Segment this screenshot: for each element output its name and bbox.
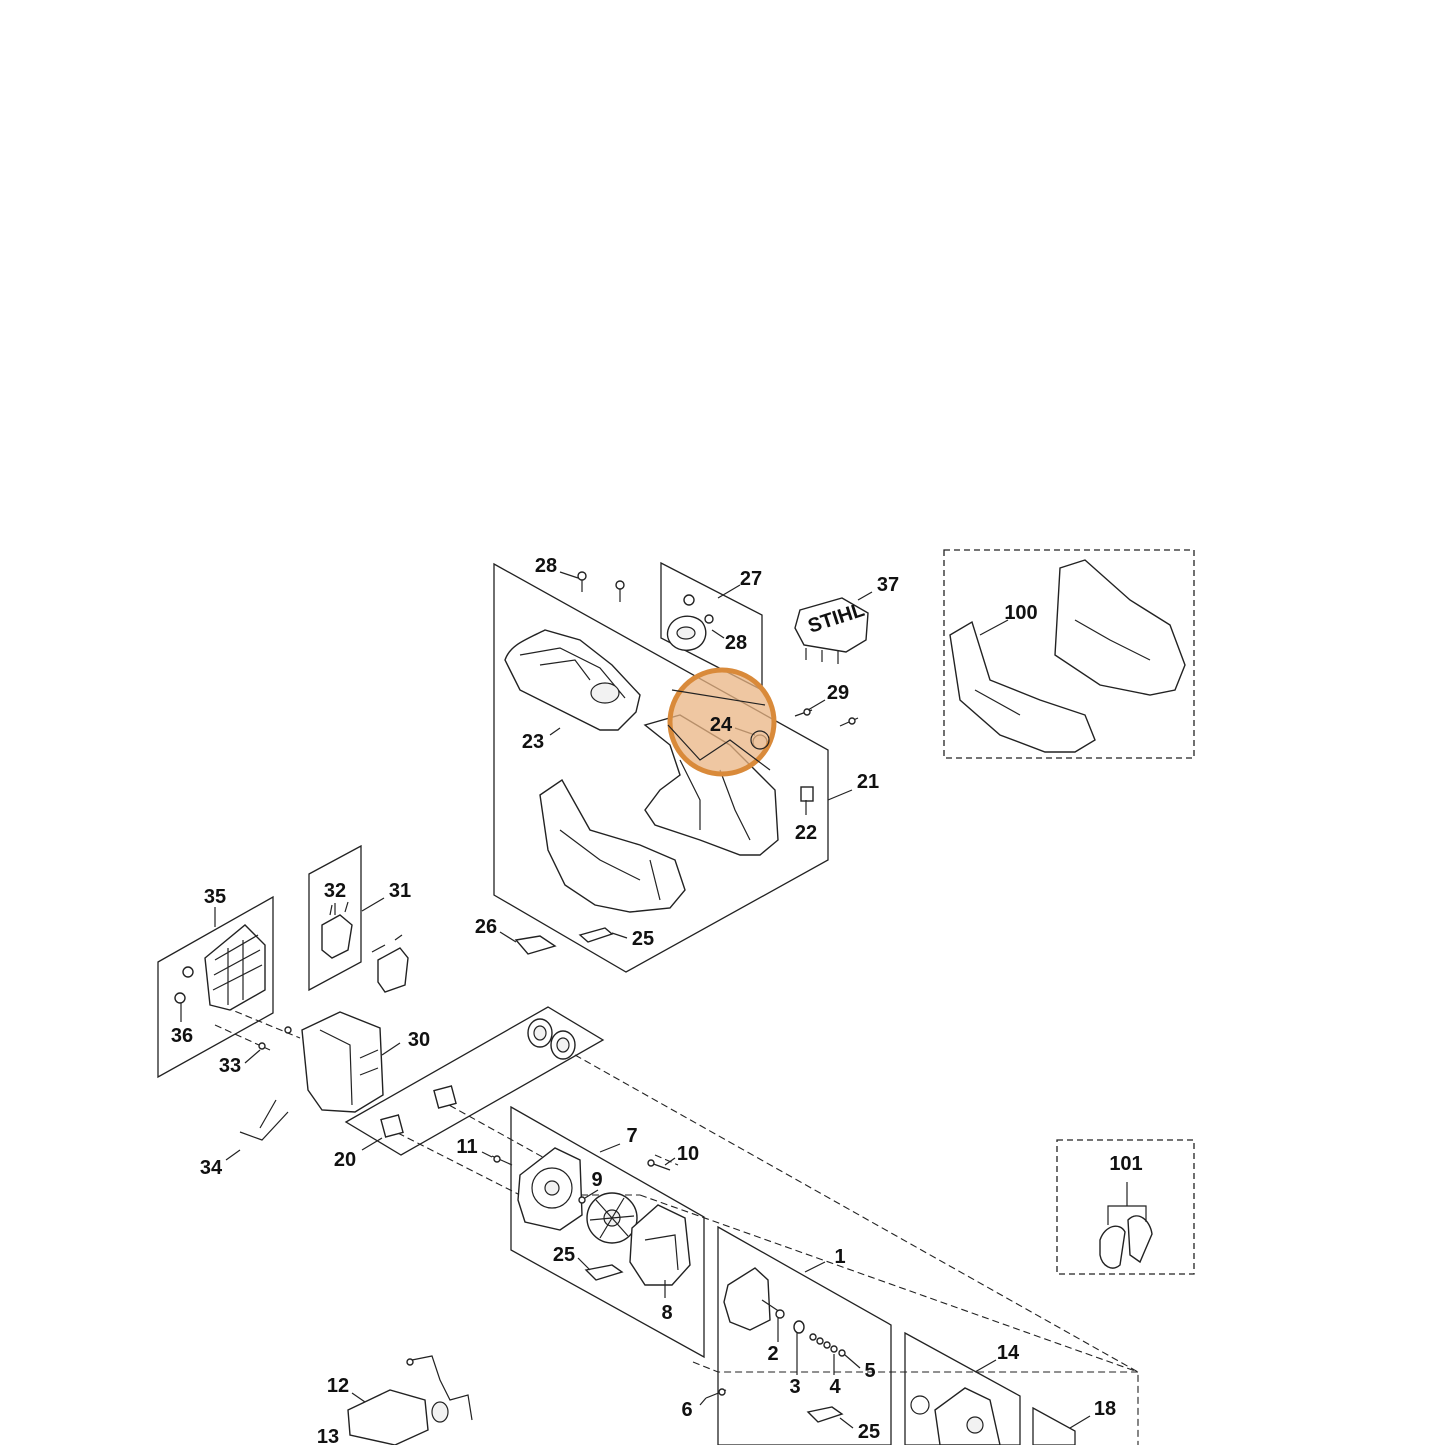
frame-grille-35 (157, 895, 274, 1079)
part-label-29[interactable]: 29 (827, 682, 849, 704)
leader-lines (180, 571, 1091, 1429)
highlight-part-24[interactable]: 24 (667, 667, 777, 777)
switch-32 (321, 901, 353, 959)
washers-3-4-5 (793, 1320, 846, 1357)
part-label-28[interactable]: 28 (535, 555, 557, 577)
part-label-101[interactable]: 101 (1109, 1153, 1142, 1175)
part-label-22[interactable]: 22 (795, 822, 817, 844)
part-label-26[interactable]: 26 (475, 916, 497, 938)
housing-variant-100 (949, 559, 1186, 753)
assembly-lines (214, 1002, 1139, 1445)
logo-cap-37: STIHL (794, 597, 869, 664)
pin-10 (647, 1159, 671, 1171)
part-label-5[interactable]: 5 (864, 1360, 875, 1382)
part-label-23[interactable]: 23 (522, 731, 544, 753)
housing-30 (301, 1011, 384, 1113)
frame-switch-31 (308, 844, 362, 992)
part-label-10[interactable]: 10 (677, 1143, 699, 1165)
part-label-30[interactable]: 30 (408, 1029, 430, 1051)
housing-half-left (539, 778, 686, 913)
part-label-31[interactable]: 31 (389, 880, 411, 902)
part-label-21[interactable]: 21 (857, 771, 879, 793)
screw-6 (705, 1388, 727, 1399)
part-label-8[interactable]: 8 (661, 1302, 672, 1324)
part-label-13[interactable]: 13 (317, 1426, 339, 1445)
frame-variant-100 (943, 549, 1195, 759)
part-labels: 28 27 28 37 29 23 21 22 26 25 100 35 32 … (171, 555, 1143, 1445)
part-label-11[interactable]: 11 (456, 1136, 477, 1158)
part-label-27[interactable]: 27 (740, 568, 762, 590)
part-label-25[interactable]: 25 (858, 1421, 880, 1443)
frame-dampers-20 (344, 1006, 605, 1156)
gearbox-14 (910, 1387, 1001, 1445)
cap-22 (800, 786, 814, 802)
part-label-4[interactable]: 4 (829, 1376, 841, 1398)
part-label-34[interactable]: 34 (200, 1157, 223, 1179)
part-label-20[interactable]: 20 (334, 1149, 356, 1171)
part-label-24: 24 (710, 714, 733, 736)
part-label-32[interactable]: 32 (324, 880, 346, 902)
motor-1 (723, 1267, 785, 1331)
fan-cover-7 (517, 1147, 583, 1231)
part-label-35[interactable]: 35 (204, 886, 226, 908)
screw-29 (794, 708, 859, 727)
part-label-18[interactable]: 18 (1094, 1398, 1116, 1420)
part-label-2[interactable]: 2 (767, 1343, 778, 1365)
electronics-12 (347, 1355, 473, 1445)
clip-34 (239, 1099, 289, 1141)
part-label-37[interactable]: 37 (877, 574, 899, 596)
assembly-frames (157, 549, 1195, 1445)
frame-fan-7 (510, 1105, 705, 1359)
housing-shell-23 (504, 629, 641, 731)
grille-35 (204, 924, 266, 1011)
part-label-36[interactable]: 36 (171, 1025, 193, 1047)
frame-variant-101 (1056, 1139, 1195, 1275)
screw-28-top (577, 571, 625, 602)
part-label-25[interactable]: 25 (632, 928, 654, 950)
part-label-12[interactable]: 12 (327, 1375, 349, 1397)
bracket-101 (1099, 1182, 1153, 1269)
part-label-3[interactable]: 3 (789, 1376, 800, 1398)
screws-33 (258, 1026, 292, 1050)
frame-part-18 (1032, 1406, 1076, 1445)
part-label-25[interactable]: 25 (553, 1244, 575, 1266)
part-label-100[interactable]: 100 (1004, 602, 1037, 624)
frame-gear-14 (904, 1331, 1021, 1445)
clip-26 (514, 935, 557, 955)
fan-shroud-8 (629, 1204, 691, 1286)
part-label-14[interactable]: 14 (997, 1342, 1020, 1364)
screw-11 (491, 1155, 513, 1166)
cover-27 (666, 594, 714, 651)
seal-rings (527, 1018, 576, 1060)
part-label-1[interactable]: 1 (834, 1246, 845, 1268)
contact-31 (371, 934, 409, 993)
dampers-20 (380, 1085, 457, 1138)
strip-25-bottom (806, 1406, 844, 1423)
part-label-33[interactable]: 33 (219, 1055, 241, 1077)
screws-36 (174, 966, 194, 1004)
strip-25-mid (584, 1264, 624, 1281)
strip-25-top (578, 927, 614, 943)
part-label-7[interactable]: 7 (626, 1125, 637, 1147)
part-label-6[interactable]: 6 (681, 1399, 692, 1421)
fan-9 (578, 1192, 638, 1244)
part-label-9[interactable]: 9 (591, 1169, 602, 1191)
frame-motor-1 (717, 1225, 892, 1445)
part-label-28[interactable]: 28 (725, 632, 747, 654)
